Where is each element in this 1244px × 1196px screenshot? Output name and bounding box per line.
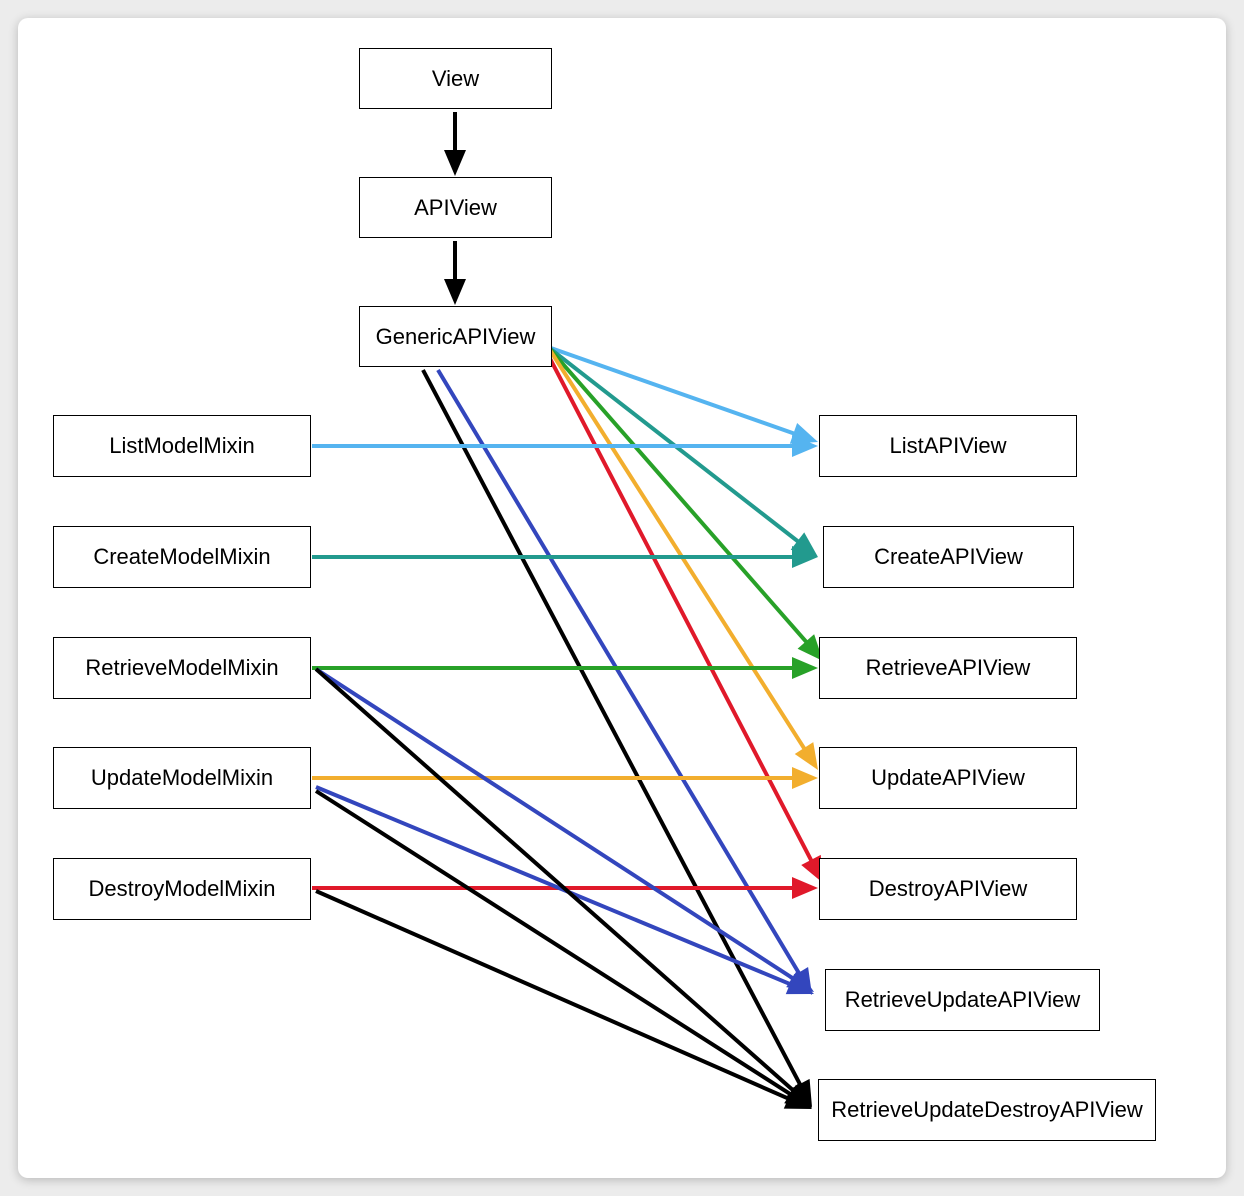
arrowhead-generic-to-destroy_view (801, 854, 823, 883)
edge-update_mixin-to-retrieve_update_destroy_view (314, 789, 793, 1097)
arrowhead-destroy_mixin-to-destroy_view (792, 877, 818, 899)
edge-generic-to-retrieve_view (546, 345, 809, 645)
arrowhead-apiview-to-generic (444, 279, 466, 305)
edge-destroy_mixin-to-retrieve_update_destroy_view (315, 889, 791, 1102)
edge-generic-to-retrieve_update_destroy_view (421, 369, 803, 1087)
node-destroy-mixin: DestroyModelMixin (53, 858, 311, 920)
node-update-mixin: UpdateModelMixin (53, 747, 311, 809)
node-list-mixin: ListModelMixin (53, 415, 311, 477)
edge-retrieve_mixin-to-retrieve_update_view (314, 667, 795, 981)
node-retrieve-update-view: RetrieveUpdateAPIView (825, 969, 1100, 1031)
node-update-view: UpdateAPIView (819, 747, 1077, 809)
edge-retrieve_mixin-to-retrieve_update_destroy_view (314, 667, 796, 1093)
node-retrieve-update-destroy-view: RetrieveUpdateDestroyAPIView (818, 1079, 1156, 1141)
node-create-view: CreateAPIView (823, 526, 1074, 588)
edge-update_mixin-to-retrieve_update_view (315, 785, 793, 987)
arrowhead-generic-to-update_view (794, 742, 818, 770)
node-retrieve-mixin: RetrieveModelMixin (53, 637, 311, 699)
arrowhead-create_mixin-to-create_view (792, 546, 818, 568)
node-retrieve-view: RetrieveAPIView (819, 637, 1077, 699)
edge-generic-to-update_view (546, 345, 807, 751)
edge-generic-to-retrieve_update_view (436, 368, 802, 976)
node-list-view: ListAPIView (819, 415, 1077, 477)
arrowhead-list_mixin-to-list_view (792, 435, 818, 457)
arrowhead-destroy_mixin-to-retrieve_update_destroy_view (783, 1088, 812, 1109)
node-generic: GenericAPIView (359, 306, 552, 367)
arrowhead-update_mixin-to-update_view (792, 767, 818, 789)
node-view: View (359, 48, 552, 109)
edge-generic-to-destroy_view (542, 346, 814, 863)
node-destroy-view: DestroyAPIView (819, 858, 1077, 920)
node-create-mixin: CreateModelMixin (53, 526, 311, 588)
arrowhead-update_mixin-to-retrieve_update_view (785, 973, 814, 995)
arrowhead-view-to-apiview (444, 150, 466, 176)
arrowhead-retrieve_mixin-to-retrieve_view (792, 657, 818, 679)
edge-generic-to-list_view (547, 345, 797, 436)
node-apiview: APIView (359, 177, 552, 238)
arrowhead-generic-to-retrieve_view (797, 634, 823, 661)
